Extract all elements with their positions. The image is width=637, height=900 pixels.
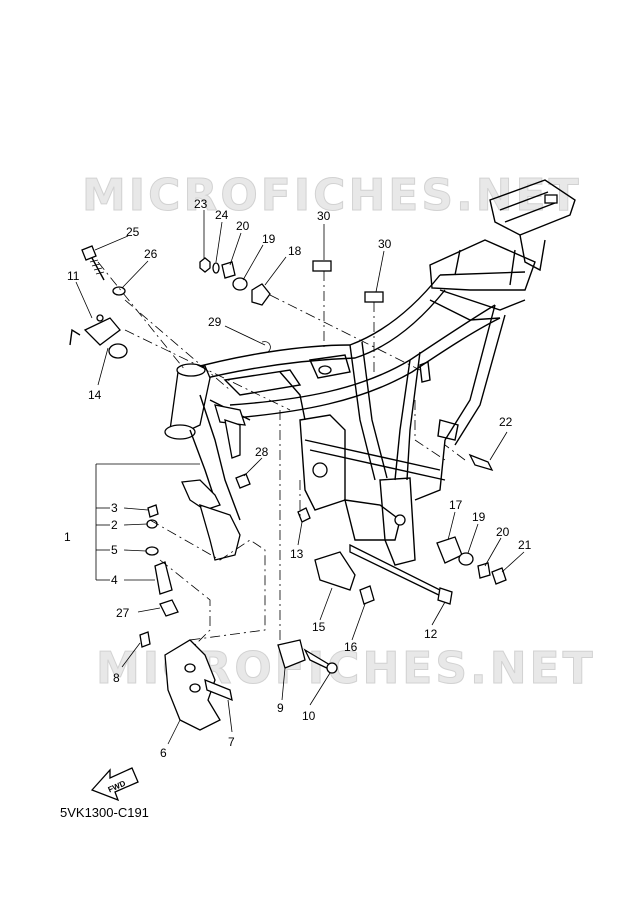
- callout-14: 14: [88, 388, 102, 402]
- callout-16: 16: [344, 640, 358, 654]
- callout-25: 25: [126, 225, 140, 239]
- clip-29-icon: [261, 341, 271, 353]
- callout-29: 29: [208, 315, 222, 329]
- callout-9: 9: [277, 701, 284, 715]
- callout-7: 7: [228, 735, 235, 749]
- callout-19a: 19: [262, 232, 276, 246]
- diagram-code: 5VK1300-C191: [60, 805, 149, 820]
- bracket-14-icon: [69, 314, 128, 359]
- o-ring-26-icon: [112, 286, 126, 296]
- adjuster-25-icon: [81, 245, 105, 281]
- callout-3: 3: [111, 501, 118, 515]
- callout-8: 8: [113, 671, 120, 685]
- rear-mount-group: [436, 536, 507, 585]
- nut-23-icon: [199, 257, 211, 273]
- nut-3-icon: [147, 504, 159, 518]
- bolt-16-icon: [359, 585, 375, 605]
- leader-lines: [75, 210, 525, 745]
- callout-12: 12: [424, 627, 438, 641]
- callout-17: 17: [449, 498, 463, 512]
- collar-20b-icon: [477, 562, 491, 579]
- pad-30a-icon: [312, 260, 332, 272]
- damper-17-icon: [436, 536, 463, 564]
- callout-21: 21: [518, 538, 532, 552]
- nut-8-icon: [139, 631, 151, 648]
- bracket-9-icon: [277, 639, 306, 669]
- callout-23: 23: [194, 197, 208, 211]
- callout-1: 1: [64, 530, 71, 544]
- collar-5-icon: [145, 546, 159, 556]
- callout-20b: 20: [496, 525, 510, 539]
- callout-13: 13: [290, 547, 304, 561]
- fwd-arrow-icon: FWD: [90, 767, 139, 802]
- main-frame: [164, 179, 576, 566]
- watermark-top: MICROFICHES.NET: [82, 170, 582, 221]
- cap-28-icon: [235, 473, 251, 489]
- callout-26: 26: [144, 247, 158, 261]
- damper-18-icon: [251, 283, 271, 306]
- bracket-9-group: [277, 639, 338, 674]
- pad-30b-icon: [364, 291, 384, 303]
- washer-24-icon: [212, 262, 220, 274]
- cap-27-icon: [159, 599, 179, 617]
- callout-10: 10: [302, 709, 316, 723]
- collar-20-icon: [221, 261, 236, 279]
- callout-11: 11: [67, 269, 80, 283]
- callout-2: 2: [111, 518, 118, 532]
- nut-13-icon: [297, 507, 311, 523]
- callouts: 23 24 20 19 18 30 30 25 26 11 14 29 28 1…: [64, 197, 532, 760]
- top-bushings-group: [199, 257, 271, 306]
- callout-24: 24: [215, 208, 229, 222]
- bolt-7-icon: [204, 678, 233, 702]
- callout-15: 15: [312, 620, 326, 634]
- callout-4: 4: [111, 573, 118, 587]
- callout-20a: 20: [236, 219, 250, 233]
- bush-19b-icon: [458, 552, 474, 566]
- callout-5: 5: [111, 543, 118, 557]
- callout-30a: 30: [317, 209, 331, 223]
- callout-6: 6: [160, 746, 167, 760]
- plate-6-icon: [139, 631, 233, 731]
- assembly-lines: [97, 261, 466, 646]
- callout-19b: 19: [472, 510, 486, 524]
- callout-22: 22: [499, 415, 513, 429]
- callout-27: 27: [116, 606, 130, 620]
- callout-28: 28: [255, 445, 269, 459]
- engine-bracket-1: [145, 479, 241, 617]
- bracket-15-icon: [314, 551, 356, 591]
- bolt-22-icon: [468, 453, 494, 472]
- bolt-4-icon: [154, 561, 173, 595]
- callout-18: 18: [288, 244, 302, 258]
- callout-30b: 30: [378, 237, 392, 251]
- bush-19-icon: [232, 277, 248, 291]
